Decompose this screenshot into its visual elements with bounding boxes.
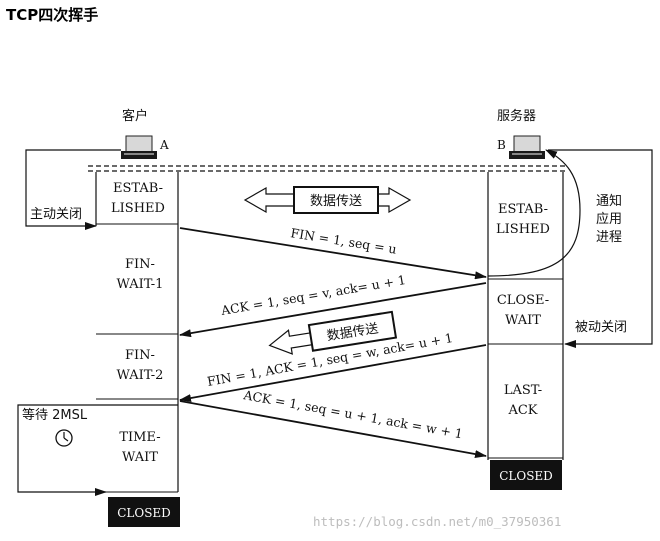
client-label: 客户 — [122, 108, 148, 124]
notify-app-arrow — [487, 149, 581, 277]
client-state-finwait2-2: WAIT-2 — [117, 368, 164, 383]
wait-2msl-label: 等待 2MSL — [22, 407, 88, 423]
clock-icon — [55, 429, 73, 447]
client-state-finwait2-1: FIN- — [125, 348, 155, 363]
passive-close-arrow — [548, 149, 653, 348]
client-state-finwait1-1: FIN- — [125, 257, 155, 272]
data-transfer-label-1: 数据传送 — [310, 194, 362, 209]
ack2-label: ACK = 1, seq = u + 1, ack = w + 1 — [241, 387, 464, 441]
client-state-timewait-1: TIME- — [119, 430, 160, 445]
notify-app-line-2: 应用 — [596, 211, 622, 227]
client-state-timewait-2: WAIT — [122, 450, 158, 465]
server-state-established-1: ESTAB- — [498, 202, 548, 217]
fin1-arrow — [179, 227, 487, 280]
server-host-letter: B — [497, 138, 506, 152]
ack1-arrow — [179, 282, 487, 338]
client-closed-label: CLOSED — [117, 506, 171, 520]
passive-close-label: 被动关闭 — [575, 320, 627, 335]
active-close-label: 主动关闭 — [30, 207, 82, 222]
data-transfer-half-arrow: 数据传送 — [268, 310, 398, 355]
client-state-established-1: ESTAB- — [113, 181, 163, 196]
wait-2msl-arrow — [17, 404, 178, 496]
server-closed-box — [490, 460, 562, 490]
data-transfer-double-arrow — [243, 186, 412, 214]
client-state-finwait1-2: WAIT-1 — [117, 277, 164, 292]
server-label: 服务器 — [497, 108, 536, 124]
fin2-arrow — [179, 344, 487, 402]
server-state-lastack-1: LAST- — [504, 383, 542, 398]
fin1-label: FIN = 1, seq = u — [290, 225, 398, 257]
client-host-icon — [121, 135, 157, 159]
notify-app-line-3: 进程 — [596, 230, 622, 245]
ack2-arrow — [179, 400, 487, 458]
server-host-icon — [509, 135, 545, 159]
page-title: TCP四次挥手 — [6, 6, 99, 24]
server-state-closewait-1: CLOSE- — [497, 293, 549, 308]
server-state-lastack-2: ACK — [507, 403, 537, 418]
watermark: https://blog.csdn.net/m0_37950361 — [313, 514, 561, 529]
server-state-established-2: LISHED — [496, 222, 550, 237]
server-state-closewait-2: WAIT — [505, 313, 541, 328]
server-closed-label: CLOSED — [499, 469, 553, 483]
ack1-label: ACK = 1, seq = v, ack= u + 1 — [219, 272, 407, 318]
client-closed-box — [108, 497, 180, 527]
active-close-arrow — [25, 149, 121, 230]
notify-app-line-1: 通知 — [596, 193, 622, 209]
client-state-established-2: LISHED — [111, 201, 165, 216]
client-host-letter: A — [159, 138, 169, 152]
